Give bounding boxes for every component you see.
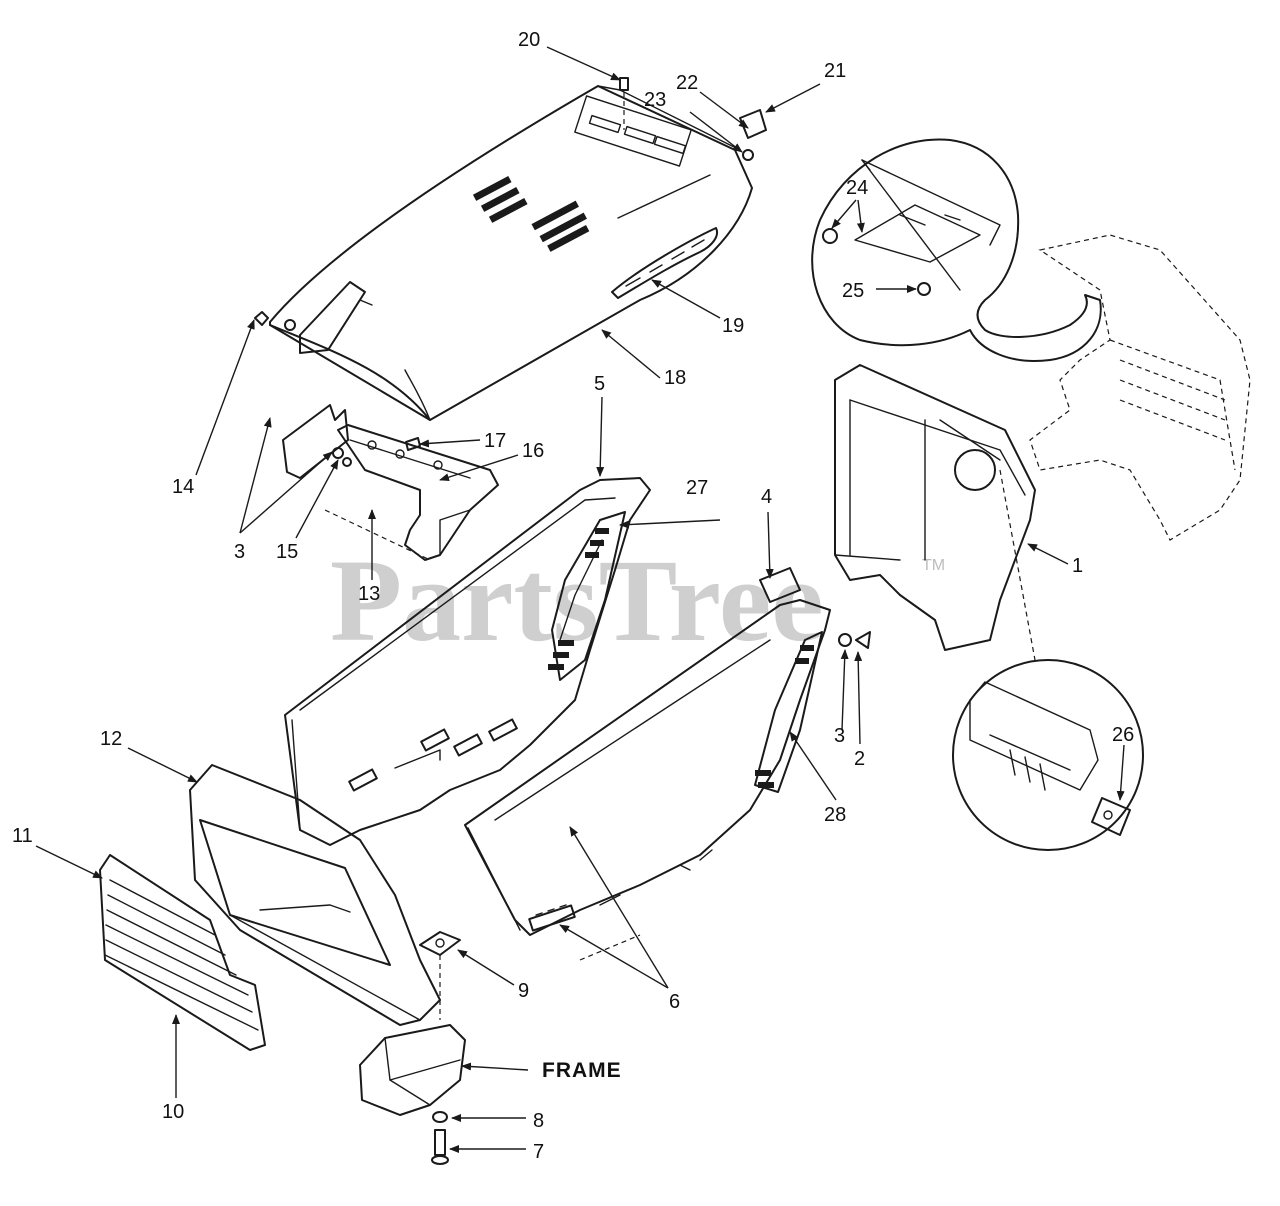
dash-panel	[834, 364, 1036, 661]
detail-circle-top	[811, 138, 1102, 362]
callout-9: 9	[518, 980, 529, 1002]
callout-18: 18	[664, 367, 686, 389]
bracket-4	[759, 567, 801, 603]
hood	[269, 85, 753, 421]
callout-15: 15	[276, 541, 298, 563]
rear-assembly	[1029, 234, 1251, 541]
callout-10: 10	[162, 1101, 184, 1123]
grille	[99, 854, 266, 1051]
frame-label: FRAME	[542, 1059, 622, 1082]
callout-24: 24	[846, 177, 868, 199]
callout-22: 22	[676, 72, 698, 94]
callout-23: 23	[644, 89, 666, 111]
side-panel-left	[284, 477, 651, 846]
callout-13: 13	[358, 583, 380, 605]
callout-14: 14	[172, 476, 194, 498]
callout-21: 21	[824, 60, 846, 82]
callout-1: 1	[1072, 555, 1083, 577]
callout-25: 25	[842, 280, 864, 302]
callout-3-left: 3	[234, 541, 245, 563]
callout-17: 17	[484, 430, 506, 452]
callout-12: 12	[100, 728, 122, 750]
callout-11: 11	[12, 825, 33, 847]
emblem	[611, 227, 718, 299]
hood-hinge-bracket	[282, 281, 373, 479]
decal-6	[528, 904, 576, 932]
washer-8	[432, 1111, 448, 1123]
callout-8: 8	[533, 1110, 544, 1132]
watermark-brand: PartsTree	[330, 535, 824, 666]
callout-19: 19	[722, 315, 744, 337]
callout-3-right: 3	[834, 725, 845, 747]
hardware-20	[619, 77, 629, 130]
detail-circle-bottom	[952, 659, 1144, 851]
grille-frame	[189, 764, 441, 1026]
mount-bracket	[419, 931, 461, 1020]
hardware-21-22-23	[739, 109, 767, 161]
watermark-trademark: TM	[922, 557, 945, 574]
watermark: PartsTree TM	[330, 535, 945, 666]
bolt-2-3	[838, 631, 871, 649]
callout-4: 4	[761, 486, 772, 508]
side-panel-right	[464, 599, 831, 961]
bolt-7	[431, 1129, 449, 1165]
callout-20: 20	[518, 29, 540, 51]
callout-2: 2	[854, 748, 865, 770]
frame-block	[359, 1024, 466, 1116]
callout-6: 6	[669, 991, 680, 1013]
side-vent-right	[755, 645, 814, 788]
support-bracket	[337, 424, 499, 561]
hood-louvers-front	[472, 175, 590, 252]
callout-28: 28	[824, 804, 846, 826]
callout-16: 16	[522, 440, 544, 462]
callout-26: 26	[1112, 724, 1134, 746]
hood-louvers-rear	[574, 95, 692, 167]
callout-5: 5	[594, 373, 605, 395]
callout-7: 7	[533, 1141, 544, 1163]
hardware-14-3	[254, 311, 352, 467]
leader-lines	[35, 46, 1125, 1153]
callout-labels: 1 2 3 3 4 5 6 7 8 9 10 11 12 13 14 15 16…	[12, 29, 1134, 1163]
side-vent-left	[548, 528, 609, 670]
callout-27: 27	[686, 477, 708, 499]
